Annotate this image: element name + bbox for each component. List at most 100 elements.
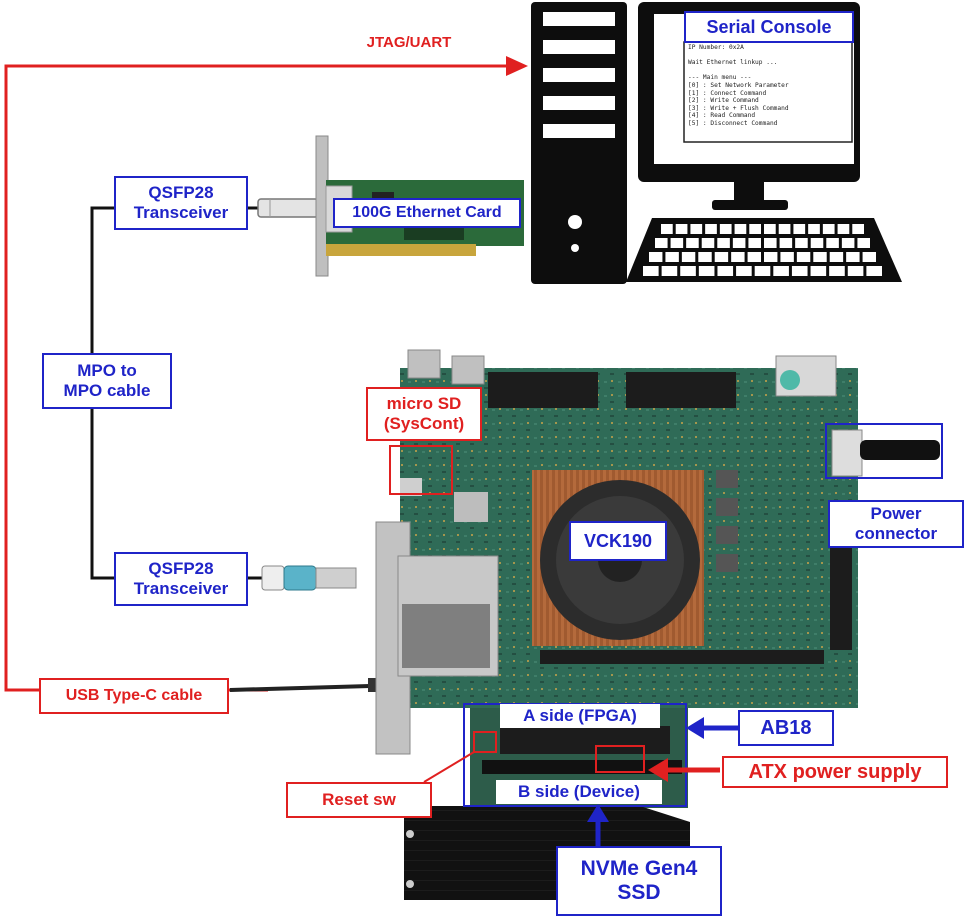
qsfp-top-label: QSFP28 Transceiver — [114, 176, 248, 230]
b-side-label: B side (Device) — [496, 780, 662, 804]
reset-sw-label: Reset sw — [286, 782, 432, 818]
keyboard-key-icon — [808, 224, 820, 234]
keyboard-key-icon — [857, 238, 870, 248]
qsfp-bottom-line2: Transceiver — [133, 579, 229, 598]
ab18-arrow-icon — [686, 717, 704, 739]
keyboard-key-icon — [665, 252, 679, 262]
keyboard-key-icon — [670, 238, 684, 248]
keyboard-key-icon — [701, 238, 715, 248]
console-line: Wait Ethernet linkup ... — [688, 59, 778, 67]
keyboard-key-icon — [852, 224, 864, 234]
keyboard-key-icon — [764, 252, 778, 262]
serial-console-label: Serial Console — [684, 11, 854, 43]
reset-sw-highlight — [473, 731, 497, 753]
keyboard-key-icon — [796, 252, 811, 262]
computer-tower-icon — [531, 2, 627, 284]
keyboard-key-icon — [779, 238, 793, 248]
console-line — [688, 67, 848, 75]
atx-power-label: ATX power supply — [722, 756, 948, 788]
micro-sd-line1: micro SD — [386, 394, 462, 414]
ethernet-card-label: 100G Ethernet Card — [333, 198, 521, 228]
keyboard-key-icon — [661, 224, 673, 234]
keyboard-key-icon — [736, 266, 752, 276]
usb-cable-label: USB Type-C cable — [39, 678, 229, 714]
keyboard-key-icon — [793, 224, 806, 234]
console-line: --- Main menu --- — [688, 74, 752, 82]
keyboard-key-icon — [749, 224, 761, 234]
keyboard-key-icon — [841, 238, 855, 248]
keyboard-key-icon — [764, 238, 777, 248]
keyboard-key-icon — [698, 252, 712, 262]
a-side-label: A side (FPGA) — [500, 704, 660, 728]
qsfp-bottom-label: QSFP28 Transceiver — [114, 552, 248, 606]
keyboard-key-icon — [661, 266, 678, 276]
keyboard-key-icon — [780, 252, 794, 262]
serial-console-output: IP Number: 0x2A Wait Ethernet linkup ... -… — [688, 44, 848, 128]
keyboard-key-icon — [747, 252, 761, 262]
keyboard-key-icon — [754, 266, 771, 276]
qsfp-top-line2: Transceiver — [133, 203, 229, 222]
keyboard-key-icon — [866, 266, 882, 276]
qsfp-transceiver-top-icon — [257, 198, 319, 218]
console-line: [0] : Set Network Parameter — [688, 81, 789, 89]
qsfp-transceiver-bottom-icon — [261, 565, 357, 591]
nvme-line1: NVMe Gen4 — [580, 856, 698, 880]
keyboard-icon — [626, 218, 902, 282]
keyboard-key-icon — [748, 238, 761, 248]
console-line: IP Number: 0x2A — [688, 44, 744, 51]
keyboard-key-icon — [847, 266, 864, 276]
keyboard-key-icon — [734, 224, 747, 234]
jtag-uart-label: JTAG/UART — [366, 34, 452, 52]
keyboard-key-icon — [795, 238, 808, 248]
keyboard-key-icon — [862, 252, 876, 262]
power-connector-label: Power connector — [828, 500, 964, 548]
vck190-label: VCK190 — [569, 521, 667, 561]
mpo-line2: MPO cable — [63, 381, 151, 400]
nvme-arrow-icon — [587, 804, 609, 822]
atx-highlight — [595, 745, 645, 773]
keyboard-key-icon — [829, 266, 845, 276]
keyboard-key-icon — [680, 266, 696, 276]
keyboard-key-icon — [837, 224, 850, 234]
micro-sd-line2: (SysCont) — [383, 414, 465, 433]
keyboard-key-icon — [773, 266, 789, 276]
mpo-line1: MPO to — [77, 361, 137, 381]
keyboard-key-icon — [813, 252, 827, 262]
jtag-arrow-icon — [506, 56, 528, 76]
keyboard-key-icon — [714, 252, 729, 262]
console-line: [1] : Connect Command — [688, 89, 767, 97]
console-line: [2] : Write Command — [688, 97, 759, 105]
keyboard-key-icon — [791, 266, 808, 276]
keyboard-key-icon — [822, 224, 835, 234]
keyboard-key-icon — [829, 252, 844, 262]
keyboard-key-icon — [655, 238, 668, 248]
keyboard-key-icon — [681, 252, 696, 262]
atx-arrow-icon — [648, 758, 668, 782]
keyboard-key-icon — [810, 266, 827, 276]
usb-cable — [229, 684, 371, 692]
keyboard-key-icon — [649, 252, 663, 262]
keyboard-key-icon — [719, 224, 732, 234]
keyboard-key-icon — [717, 238, 730, 248]
keyboard-key-icon — [764, 224, 776, 234]
keyboard-key-icon — [826, 238, 839, 248]
keyboard-key-icon — [731, 252, 745, 262]
ab18-label: AB18 — [738, 710, 834, 746]
qsfp-bottom-line1: QSFP28 — [148, 559, 214, 579]
keyboard-key-icon — [705, 224, 717, 234]
console-line: [4] : Read Command — [688, 112, 756, 120]
nvme-ssd-label: NVMe Gen4 SSD — [556, 846, 722, 916]
mpo-cable-label: MPO to MPO cable — [42, 353, 172, 409]
keyboard-key-icon — [686, 238, 699, 248]
qsfp-top-line1: QSFP28 — [148, 183, 214, 203]
power-connector-line2: connector — [854, 524, 938, 543]
power-connector-line1: Power — [870, 504, 922, 524]
keyboard-key-icon — [810, 238, 824, 248]
power-connector-highlight — [825, 423, 943, 479]
micro-sd-label: micro SD (SysCont) — [366, 387, 482, 441]
micro-sd-highlight — [389, 445, 453, 495]
console-line: [3] : Write + Flush Command — [688, 104, 789, 112]
keyboard-key-icon — [732, 238, 746, 248]
keyboard-key-icon — [698, 266, 715, 276]
console-line — [688, 52, 848, 60]
